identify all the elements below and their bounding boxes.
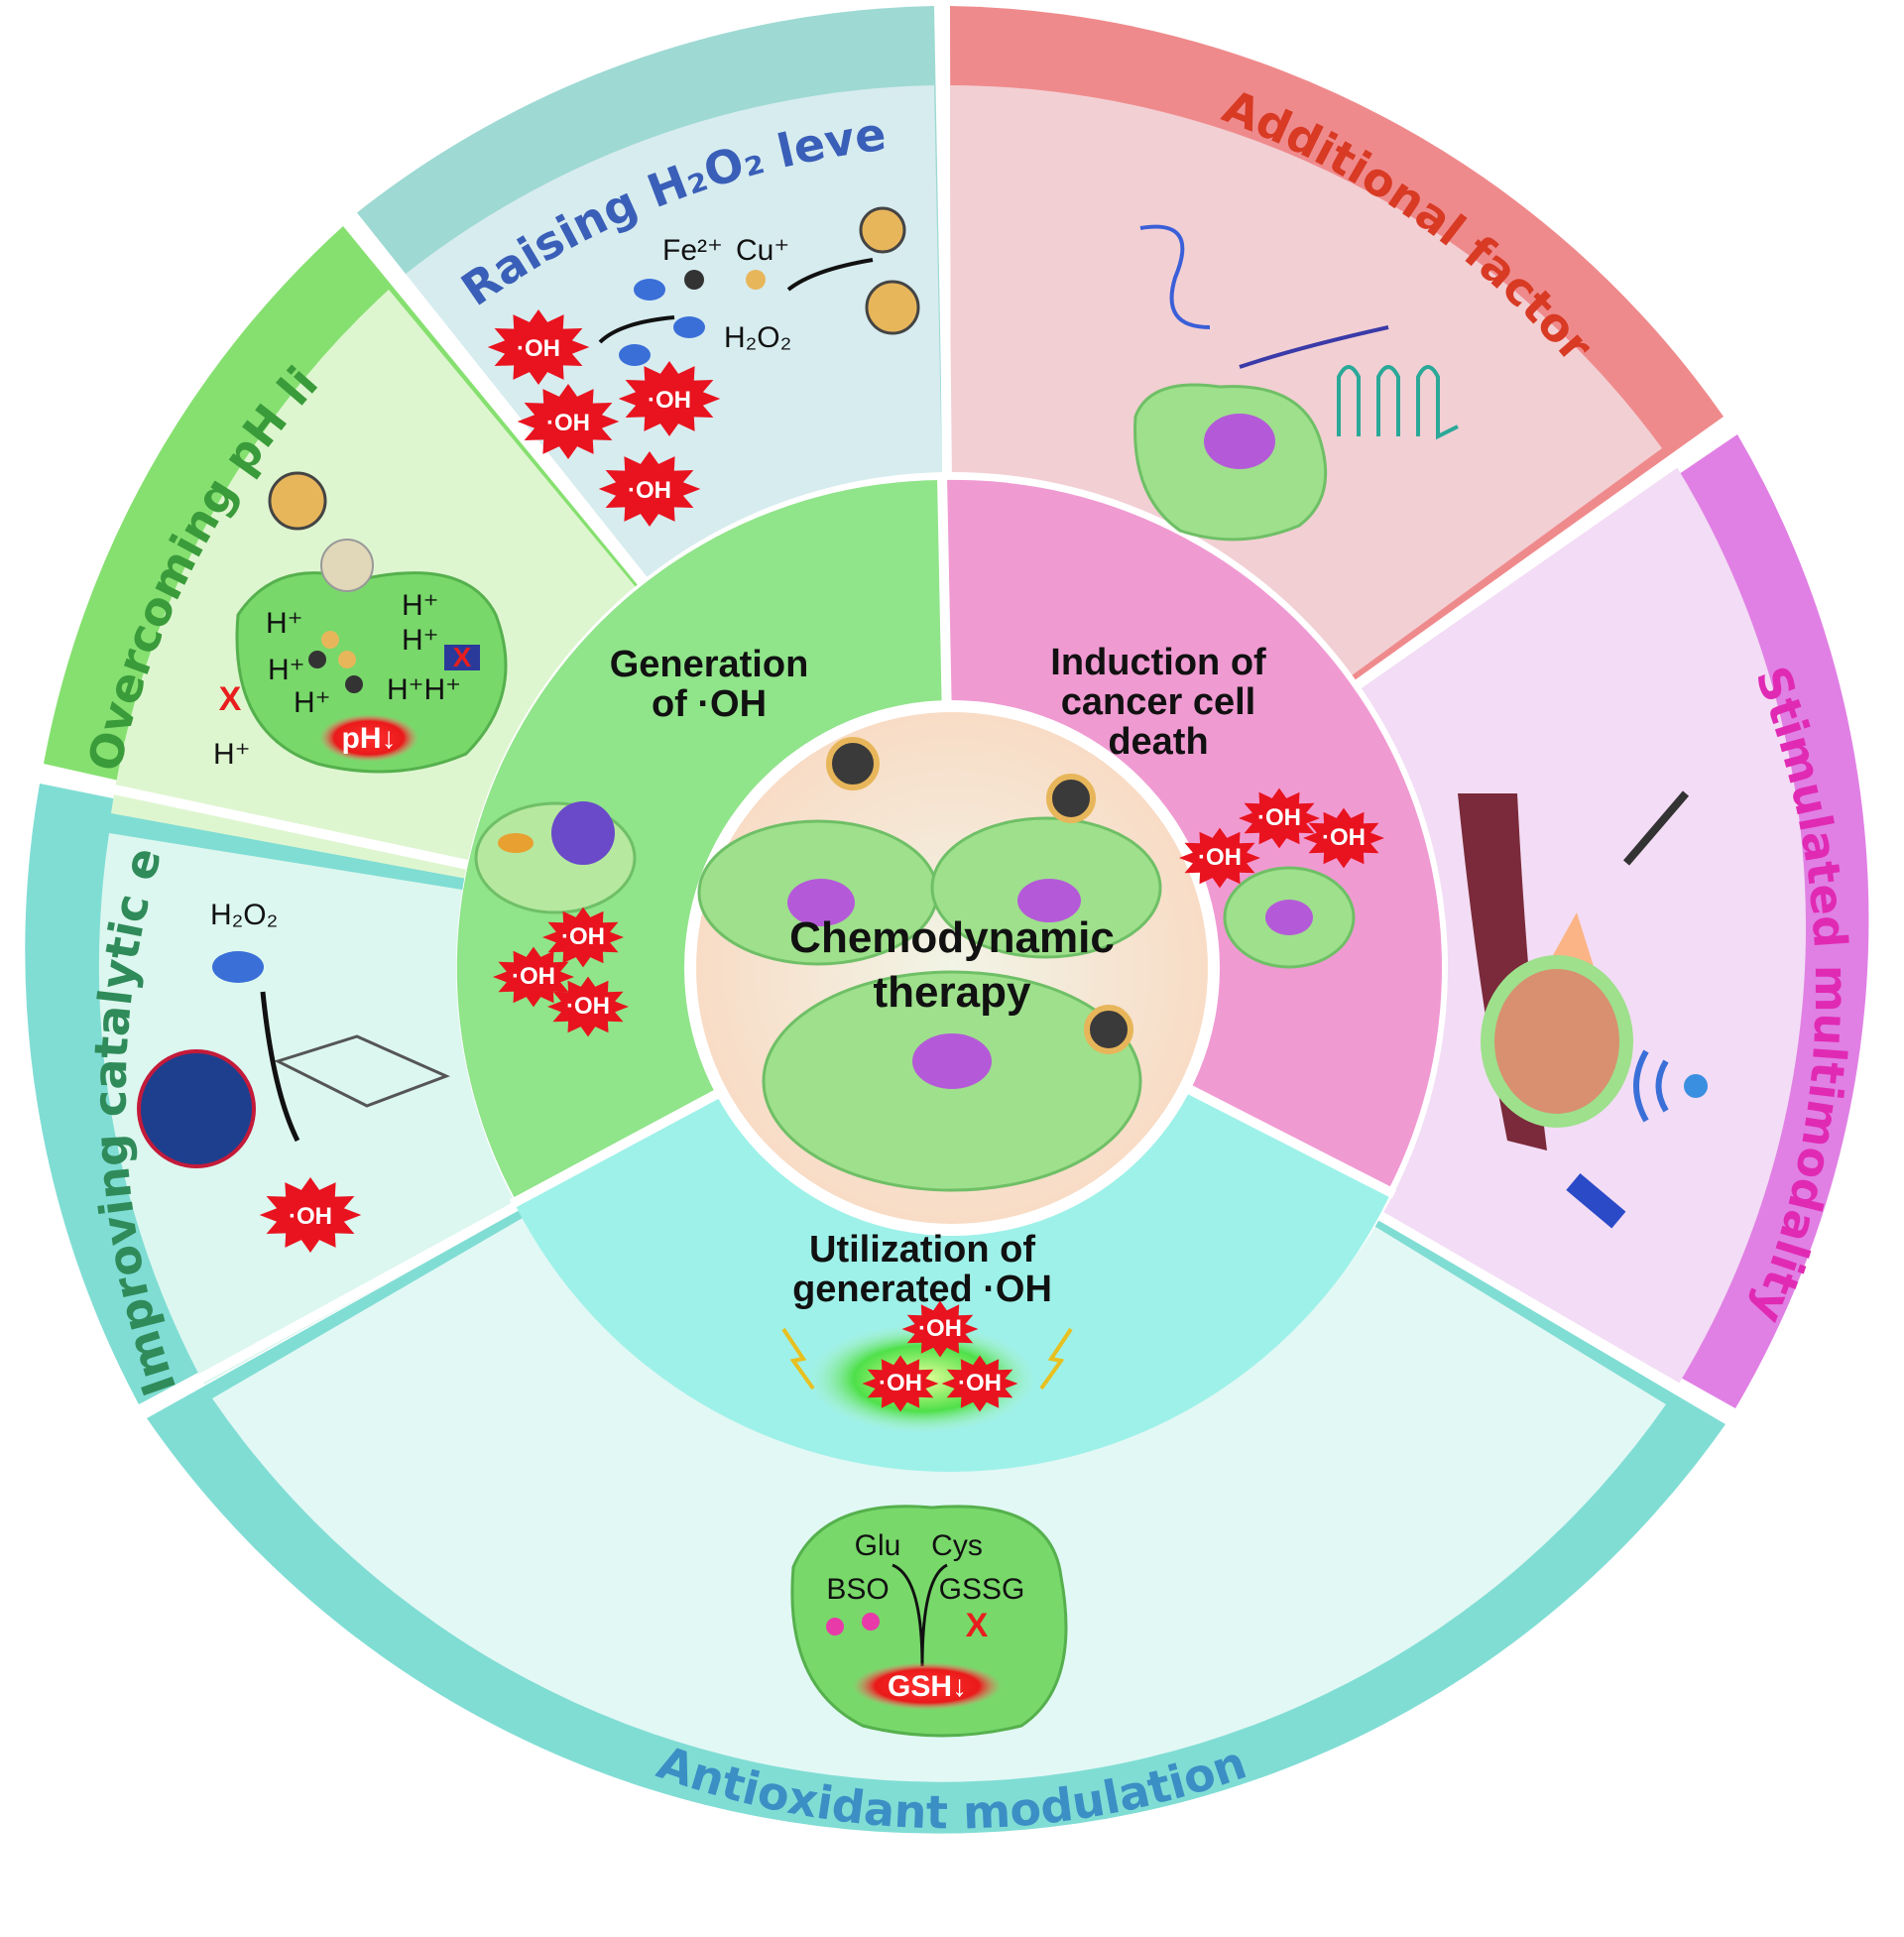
h-plus-pair: H⁺H⁺ [387, 673, 461, 706]
oh-burst-4: ·OH [598, 451, 701, 527]
oh-burst-10: ·OH [1179, 827, 1260, 889]
improving-catalytic-content: H₂O₂ [137, 899, 450, 1168]
h-plus-1: H⁺ [266, 607, 303, 640]
oh-burst-3: ·OH [618, 361, 721, 436]
utilization-title-line-2: generated ·OH [792, 1269, 1052, 1310]
oh-burst-label: ·OH [561, 923, 605, 950]
bso-label: BSO [826, 1573, 889, 1606]
center-title-line-2: therapy [874, 968, 1031, 1017]
oh-burst-6: ·OH [493, 946, 574, 1008]
gssg-label: GSSG [939, 1573, 1025, 1606]
oh-burst-shape [547, 976, 629, 1037]
oh-burst-5: ·OH [542, 907, 624, 968]
oh-burst-shape [542, 907, 624, 968]
h-plus-3: H⁺ [294, 686, 331, 719]
glu-label: Glu [855, 1529, 901, 1562]
induction-title-line-3: death [1108, 721, 1208, 763]
oh-radical-bursts: ·OH·OH·OH·OH·OH·OH·OH·OH·OH·OH·OH·OH·OH·… [259, 309, 1384, 1412]
oh-burst-label: ·OH [918, 1315, 962, 1342]
raising-h2o2-content: Fe²⁺ Cu⁺ H₂O₂ [598, 206, 920, 366]
h2o2-label-top: H₂O₂ [724, 321, 791, 354]
oh-burst-shape [493, 946, 574, 1008]
oh-burst-shape [1239, 787, 1320, 849]
stimulated-content [1458, 790, 1708, 1229]
oh-burst-14: ·OH [259, 1177, 362, 1253]
cu-label: Cu⁺ [736, 234, 789, 267]
oh-burst-label: ·OH [517, 335, 560, 362]
oh-burst-shape [901, 1300, 979, 1358]
generation-title-line-2: of ·OH [652, 683, 767, 725]
induction-title-line-1: Induction of [1050, 642, 1266, 683]
svg-text:X: X [966, 1607, 989, 1644]
generation-content [474, 801, 637, 914]
h-plus-outside: H⁺ [213, 738, 251, 771]
oh-burst-13: ·OH [941, 1355, 1018, 1412]
oh-burst-shape [1303, 807, 1384, 869]
oh-burst-11: ·OH [901, 1300, 979, 1358]
oh-burst-label: ·OH [546, 410, 590, 436]
center-cancer-cells [697, 737, 1162, 1192]
oh-burst-label: ·OH [1322, 824, 1366, 851]
oh-burst-label: ·OH [289, 1203, 332, 1230]
ph-down-label: pH↓ [342, 722, 397, 755]
oh-burst-shape [487, 309, 590, 385]
oh-burst-label: ·OH [628, 477, 671, 504]
h-plus-2: H⁺ [268, 654, 305, 686]
oh-burst-7: ·OH [547, 976, 629, 1037]
generation-title-line-1: Generation [610, 644, 809, 685]
center-title-line-1: Chemodynamic [789, 913, 1115, 962]
h2o2-label-left: H₂O₂ [210, 899, 278, 931]
overcoming-ph-content: H⁺ H⁺ H⁺ H⁺ H⁺ H⁺H⁺ H⁺ X X pH↓ [213, 471, 508, 774]
oh-burst-shape [598, 451, 701, 527]
utilization-title-line-1: Utilization of [809, 1229, 1035, 1271]
oh-burst-label: ·OH [1198, 844, 1242, 871]
oh-burst-label: ·OH [958, 1370, 1002, 1396]
induction-title-line-2: cancer cell [1061, 681, 1255, 723]
cys-label: Cys [931, 1529, 983, 1562]
additional-factor-content [1133, 224, 1459, 542]
oh-burst-8: ·OH [1239, 787, 1320, 849]
oh-burst-label: ·OH [512, 963, 555, 990]
h-plus-4: H⁺ [402, 589, 439, 622]
induction-content [1223, 866, 1356, 969]
gsh-down-label: GSH↓ [888, 1670, 967, 1703]
h-plus-5: H⁺ [402, 624, 439, 657]
oh-burst-shape [1179, 827, 1260, 889]
oh-burst-shape [259, 1177, 362, 1253]
center-disc: Chemodynamic therapy [684, 700, 1220, 1236]
svg-text:X: X [219, 680, 242, 718]
oh-burst-shape [941, 1355, 1018, 1412]
svg-text:X: X [453, 642, 472, 672]
oh-burst-label: ·OH [1257, 804, 1301, 831]
oh-burst-9: ·OH [1303, 807, 1384, 869]
oh-burst-label: ·OH [879, 1370, 922, 1396]
oh-burst-label: ·OH [566, 993, 610, 1020]
oh-burst-shape [618, 361, 721, 436]
oh-burst-2: ·OH [517, 384, 620, 459]
oh-burst-shape [517, 384, 620, 459]
antioxidant-content: Glu Cys BSO GSSG X GSH↓ [790, 1505, 1068, 1738]
oh-burst-1: ·OH [487, 309, 590, 385]
oh-burst-label: ·OH [648, 387, 691, 414]
fe-label: Fe²⁺ [662, 234, 723, 267]
oh-burst-shape [862, 1355, 939, 1412]
oh-burst-12: ·OH [862, 1355, 939, 1412]
